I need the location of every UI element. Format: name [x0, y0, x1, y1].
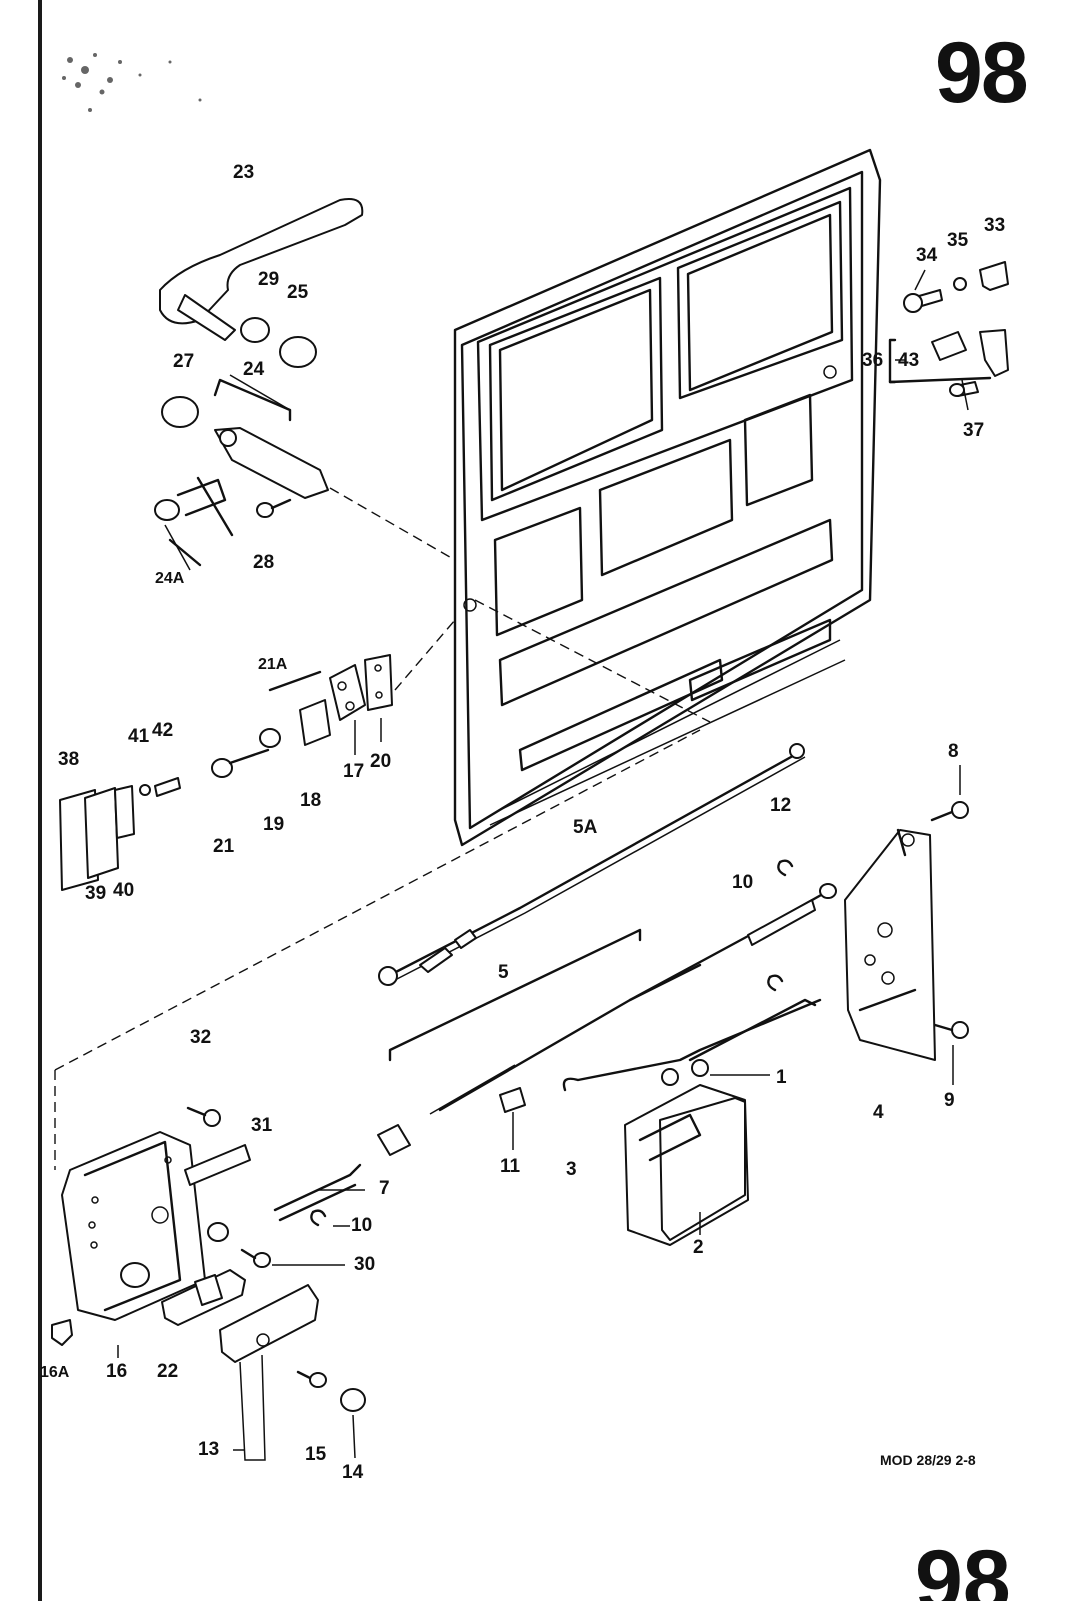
callout-16A: 16A: [40, 1364, 70, 1381]
callout-35: 35: [947, 230, 969, 251]
callout-34: 34: [916, 245, 938, 266]
next-page-number-partial: 98: [915, 1538, 1011, 1601]
striker-assembly: [888, 261, 1009, 397]
callout-11: 11: [500, 1156, 521, 1177]
callout-9: 9: [944, 1090, 955, 1111]
callout-24-upper: 24: [243, 359, 265, 380]
callout-5: 5: [498, 962, 509, 983]
callout-3: 3: [566, 1159, 577, 1180]
callout-4: 4: [873, 1102, 884, 1123]
alignment-lines: [54, 487, 711, 1170]
callout-39: 39: [85, 883, 106, 904]
callout-30: 30: [354, 1254, 375, 1275]
cables-and-rods: [273, 743, 837, 1222]
callout-2: 2: [693, 1237, 704, 1258]
callout-24A: 24A: [155, 570, 185, 587]
callout-25: 25: [287, 282, 309, 303]
callout-41: 41: [128, 726, 150, 747]
callout-10-upper: 10: [732, 872, 753, 893]
page-number: 98: [935, 25, 1029, 121]
callout-33: 33: [984, 215, 1005, 236]
callout-21: 21: [213, 836, 235, 857]
callout-38: 38: [58, 749, 79, 770]
callout-17: 17: [343, 761, 364, 782]
callout-28: 28: [253, 552, 274, 573]
callout-23: 23: [233, 162, 254, 183]
callout-12: 12: [770, 795, 791, 816]
callout-37: 37: [963, 420, 984, 441]
callout-13: 13: [198, 1439, 219, 1460]
callout-29: 29: [258, 269, 279, 290]
door-panel: [453, 148, 882, 847]
callout-7: 7: [379, 1178, 390, 1199]
callout-31: 31: [251, 1115, 273, 1136]
outside-handle-assembly: [154, 198, 364, 567]
callout-10-lower: 10: [351, 1215, 372, 1236]
callout-42: 42: [152, 720, 173, 741]
callout-18: 18: [300, 790, 321, 811]
callout-labels: 1 2 3 4 5 5A 7 8 9 10 10 11 12 13 14 15 …: [40, 162, 1005, 1483]
callout-1: 1: [776, 1067, 787, 1088]
callout-36: 36: [862, 350, 883, 371]
callout-40: 40: [113, 880, 134, 901]
leader-lines: [117, 269, 969, 1459]
callout-32: 32: [190, 1027, 211, 1048]
scan-speckles: [62, 53, 202, 112]
callout-16: 16: [106, 1361, 127, 1382]
callout-27: 27: [173, 351, 194, 372]
binding-margin-line: [38, 0, 42, 1601]
callout-19: 19: [263, 814, 284, 835]
callout-20: 20: [370, 751, 391, 772]
callout-21A: 21A: [258, 656, 288, 673]
callout-43: 43: [898, 350, 919, 371]
lower-guide-bracket: [310, 801, 969, 1227]
door-lock-mechanism: [499, 998, 822, 1246]
rear-latch-assembly: [51, 1106, 366, 1461]
callout-15: 15: [305, 1444, 327, 1465]
callout-8: 8: [948, 741, 959, 762]
model-reference-code: MOD 28/29 2-8: [880, 1452, 976, 1468]
remote-control-parts: [59, 654, 393, 891]
callout-5A: 5A: [573, 817, 598, 838]
callout-22: 22: [157, 1361, 178, 1382]
callout-14: 14: [342, 1462, 364, 1483]
